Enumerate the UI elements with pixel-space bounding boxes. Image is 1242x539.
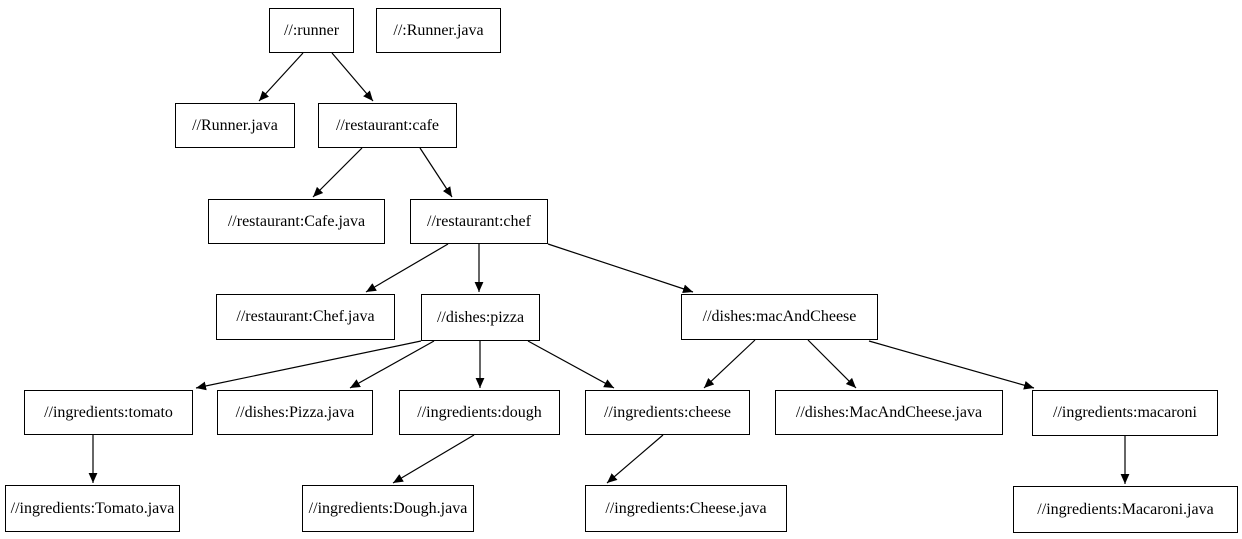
graph-node-label: //restaurant:Cafe.java bbox=[227, 212, 366, 230]
edge-chef-to-chef-java bbox=[365, 243, 449, 293]
graph-node-label: //restaurant:cafe bbox=[335, 116, 440, 134]
edge-dough-to-dough-java bbox=[392, 434, 475, 484]
graph-node-pizza: //dishes:pizza bbox=[421, 294, 540, 341]
graph-node-chef: //restaurant:chef bbox=[410, 199, 548, 244]
edge-runner-to-cafe bbox=[331, 52, 374, 102]
edge-cafe-to-chef bbox=[419, 147, 453, 198]
edge-cheese-to-cheese-java bbox=[606, 434, 664, 484]
graph-node-cheese: //ingredients:cheese bbox=[585, 390, 750, 435]
graph-node-label: //dishes:Pizza.java bbox=[235, 403, 355, 421]
graph-node-runner: //:runner bbox=[269, 8, 354, 53]
edge-pizza-to-tomato bbox=[195, 340, 422, 391]
graph-node-label: //:runner bbox=[283, 21, 340, 39]
graph-node-label: //dishes:macAndCheese bbox=[702, 308, 857, 325]
edge-pizza-to-pizza-java bbox=[349, 340, 435, 389]
graph-node-label: //restaurant:Chef.java bbox=[236, 308, 375, 325]
graph-node-macaroni: //ingredients:macaroni bbox=[1032, 390, 1218, 436]
graph-node-dough: //ingredients:dough bbox=[399, 390, 560, 435]
graph-node-cafe: //restaurant:cafe bbox=[318, 103, 457, 148]
graph-node-mac-and-cheese: //dishes:macAndCheese bbox=[681, 294, 878, 340]
graph-node-label: //:Runner.java bbox=[393, 21, 484, 39]
graph-node-label: //restaurant:chef bbox=[427, 212, 531, 230]
graph-node-cafe-java: //restaurant:Cafe.java bbox=[208, 199, 385, 244]
graph-node-label: //Runner.java bbox=[192, 116, 278, 134]
graph-node-label: //ingredients:Cheese.java bbox=[605, 499, 767, 517]
graph-node-label: //ingredients:tomato bbox=[44, 403, 173, 421]
graph-node-runner-java: //Runner.java bbox=[175, 103, 295, 148]
graph-node-label: //dishes:pizza bbox=[436, 308, 525, 326]
edge-cafe-to-cafe-java bbox=[312, 147, 363, 198]
graph-node-label: //ingredients:Tomato.java bbox=[10, 499, 175, 517]
edge-pizza-to-cheese bbox=[527, 340, 615, 389]
graph-node-cheese-java: //ingredients:Cheese.java bbox=[585, 485, 787, 532]
edge-mac-and-cheese-to-mac-and-cheese-java bbox=[807, 339, 857, 389]
graph-node-tomato-java: //ingredients:Tomato.java bbox=[5, 485, 180, 532]
graph-node-label: //ingredients:cheese bbox=[603, 403, 732, 421]
graph-node-tomato: //ingredients:tomato bbox=[24, 390, 193, 435]
graph-node-mac-and-cheese-java: //dishes:MacAndCheese.java bbox=[775, 390, 1003, 435]
graph-node-label: //ingredients:Macaroni.java bbox=[1037, 500, 1214, 518]
edge-mac-and-cheese-to-macaroni bbox=[868, 340, 1035, 390]
graph-node-label: //ingredients:macaroni bbox=[1053, 404, 1197, 421]
graph-node-chef-java: //restaurant:Chef.java bbox=[216, 294, 395, 340]
graph-node-pizza-java: //dishes:Pizza.java bbox=[217, 390, 373, 435]
graph-node-dough-java: //ingredients:Dough.java bbox=[302, 485, 474, 532]
edge-chef-to-mac-and-cheese bbox=[547, 243, 694, 294]
graph-node-macaroni-java: //ingredients:Macaroni.java bbox=[1013, 486, 1238, 533]
graph-node-runner-java-top: //:Runner.java bbox=[376, 8, 501, 53]
edge-runner-to-runner-java bbox=[258, 52, 304, 102]
graph-node-label: //ingredients:dough bbox=[417, 403, 542, 421]
edge-mac-and-cheese-to-cheese bbox=[703, 339, 756, 389]
graph-node-label: //dishes:MacAndCheese.java bbox=[795, 403, 983, 421]
graph-node-label: //ingredients:Dough.java bbox=[308, 499, 468, 517]
